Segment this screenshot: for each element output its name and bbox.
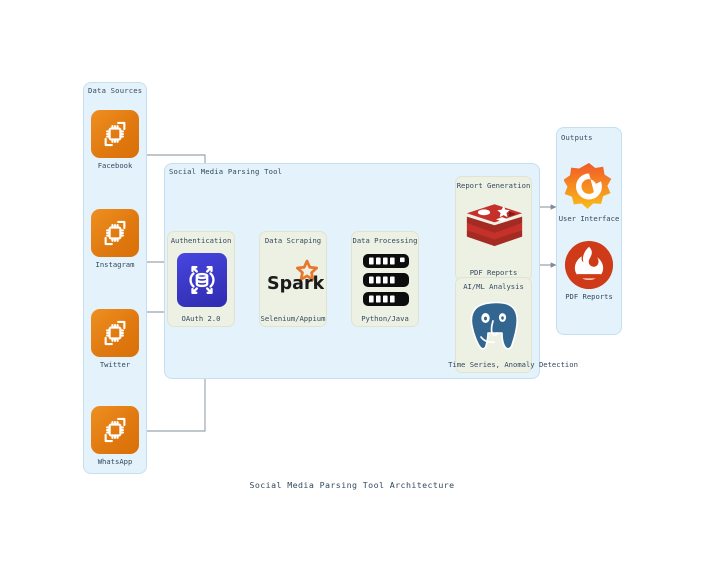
node-subtitle: OAuth 2.0 [181,314,221,323]
data-source-label: Instagram [95,260,135,269]
cluster-outputs-label: Outputs [561,133,593,142]
node-title: Report Generation [456,181,531,190]
page-title: Social Media Parsing Tool Architecture [249,480,455,490]
cluster-outputs [556,127,622,335]
grafana-logo-icon [558,162,620,212]
node-title: AI/ML Analysis [463,282,524,291]
node-data-scraping[interactable]: Data Scraping Spark Selenium/Appium [259,231,327,327]
cpu-chip-icon [91,209,139,257]
node-subtitle: Selenium/Appium [260,314,326,323]
output-label: User Interface [558,214,620,223]
data-source-instagram[interactable]: Instagram [91,209,139,269]
server-rack-icon [359,251,413,309]
node-report-generation[interactable]: Report Generation PDF Reports [455,176,532,281]
data-source-label: WhatsApp [97,457,133,466]
output-label: PDF Reports [565,292,613,301]
prometheus-logo-icon [558,240,620,290]
spark-wordmark: Spark [267,274,324,294]
node-subtitle: Time Series, Anomaly Detection [448,360,578,369]
data-source-facebook[interactable]: Facebook [91,110,139,170]
database-expand-icon [175,249,229,311]
data-source-label: Facebook [97,161,133,170]
cpu-chip-icon [91,309,139,357]
spark-logo-icon: Spark [263,254,325,306]
cpu-chip-icon [91,406,139,454]
cluster-parsing-tool-label: Social Media Parsing Tool [169,167,283,176]
node-authentication[interactable]: Authentication OAuth 2.0 [167,231,235,327]
data-source-whatsapp[interactable]: WhatsApp [91,406,139,466]
redis-logo-icon [464,196,525,262]
cluster-data-sources-label: Data Sources [88,86,143,95]
node-data-processing[interactable]: Data Processing [351,231,419,327]
node-ai-ml-analysis[interactable]: AI/ML Analysis Time Series, Anomaly Dete… [448,277,578,373]
node-title: Authentication [170,236,232,245]
node-subtitle: Python/Java [361,314,409,323]
output-user-interface[interactable]: User Interface [558,162,620,223]
data-source-twitter[interactable]: Twitter [91,309,139,369]
node-title: Data Processing [352,236,418,245]
data-source-label: Twitter [99,360,131,369]
node-subtitle: PDF Reports [469,268,518,277]
node-title: Data Scraping [264,236,322,245]
output-pdf-reports[interactable]: PDF Reports [558,240,620,301]
postgresql-logo-icon [466,296,523,358]
cpu-chip-icon [91,110,139,158]
